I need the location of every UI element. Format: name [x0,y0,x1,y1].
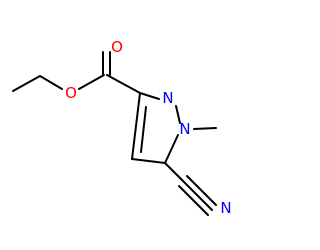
bond-nitrile-3 [178,185,209,216]
bond-carbonyl-c3 [106,74,141,94]
bond-n2-n1 [175,105,181,124]
bond-c5-cn [164,162,184,182]
bond-n1-c5 [164,134,179,164]
bond-ch2-o [39,75,63,90]
bond-o-carbonyl [78,74,105,90]
structure-canvas: O O N N N [12,38,232,217]
bond-nitrile-2 [186,175,217,206]
atom-n-nitrile: N [220,199,231,217]
atom-n2: N [162,89,173,107]
atom-o-ester: O [65,84,77,102]
bond-c3-n2 [139,92,160,100]
bond-nitrile-1 [182,180,213,211]
bond-ch3-ch2 [12,75,41,92]
atom-o-carbonyl: O [111,38,123,56]
atom-n1: N [179,120,190,138]
bond-c5-c4 [131,158,166,164]
bond-c4-c3 [131,92,141,160]
bond-c4-c3-inner [140,106,147,153]
bond-n1-methyl [193,127,217,130]
molecule-diagram: O O N N N [12,38,232,217]
